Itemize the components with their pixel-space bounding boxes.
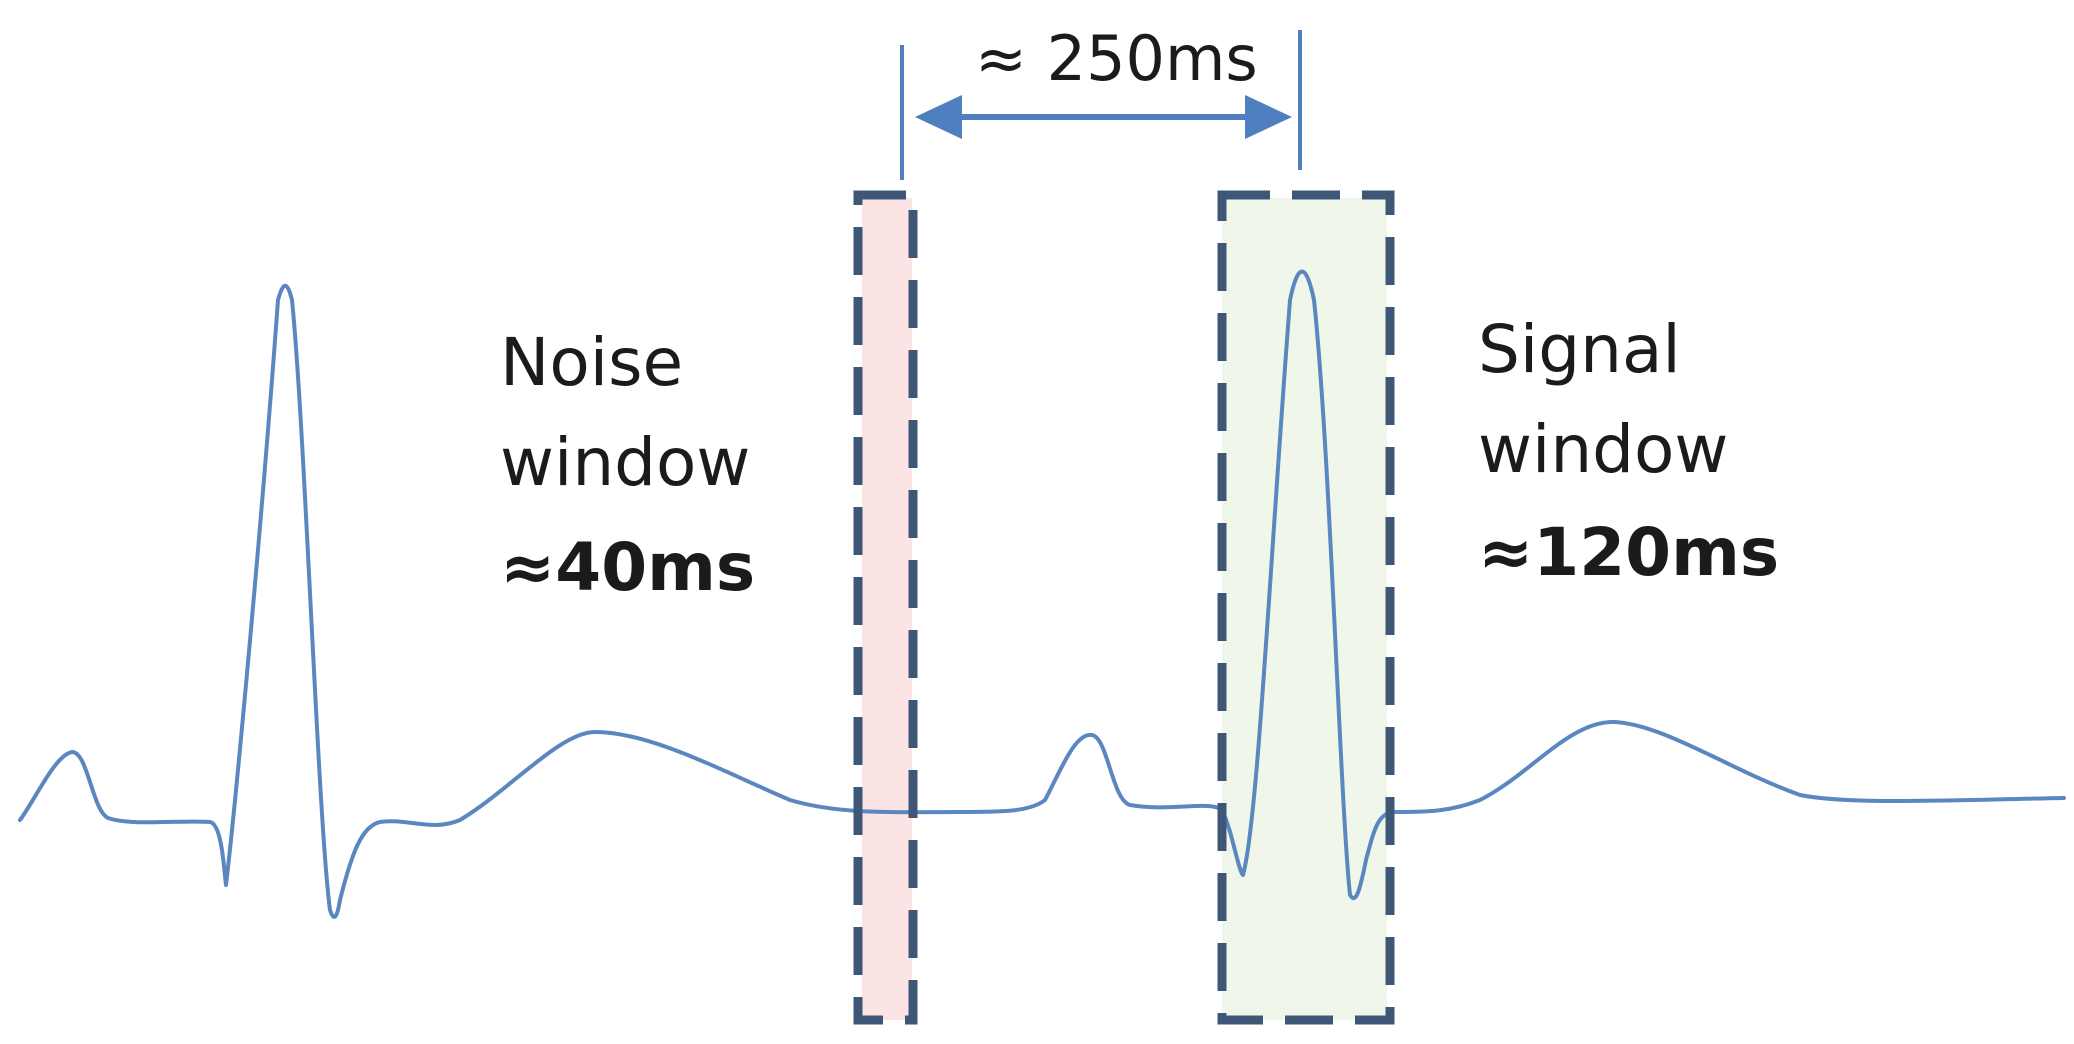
interval-arrow-right-head	[1245, 95, 1292, 139]
interval-label: ≈ 250ms	[975, 22, 1258, 95]
signal-window-border	[1217, 190, 1395, 1025]
ecg-trace	[18, 269, 2066, 919]
noise-window-fill	[862, 198, 912, 1020]
signal-window-title-line1: Signal	[1478, 311, 1681, 388]
signal-window-duration: ≈120ms	[1478, 514, 1779, 591]
noise-window-title-line2: window	[500, 424, 750, 501]
signal-window-title-line2: window	[1478, 411, 1728, 488]
interval-arrow-left-head	[915, 95, 962, 139]
noise-window-duration: ≈40ms	[500, 529, 755, 606]
noise-window-title-line1: Noise	[500, 324, 683, 401]
noise-window-border	[853, 190, 918, 1025]
signal-window-fill	[1222, 198, 1387, 1020]
